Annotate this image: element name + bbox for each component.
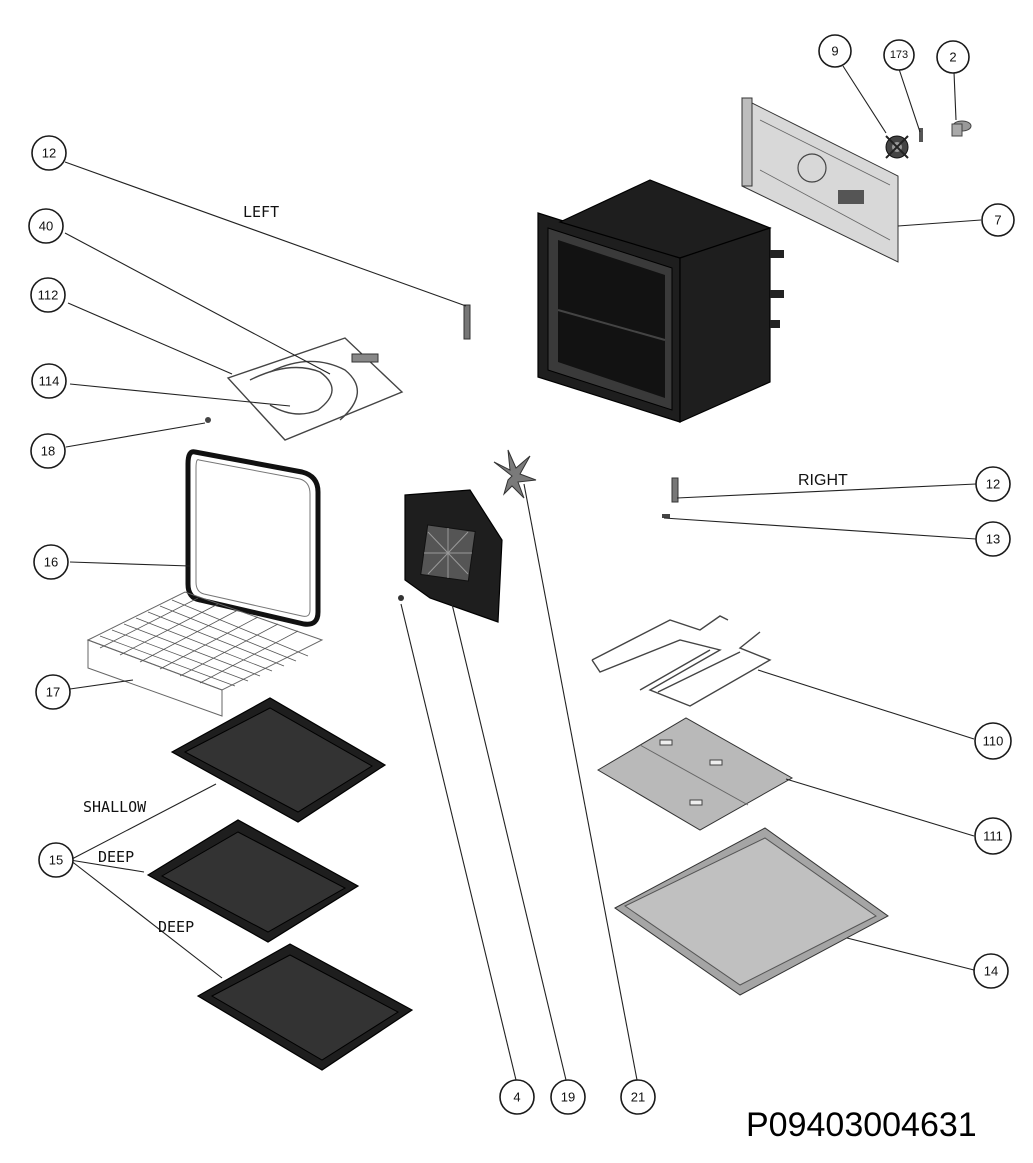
callout-14: 14 xyxy=(973,953,1009,989)
callout-17: 17 xyxy=(35,674,71,710)
svg-text:4: 4 xyxy=(513,1090,520,1105)
callout-9: 9 xyxy=(818,34,852,68)
callout-2: 2 xyxy=(936,40,970,74)
fan-motor xyxy=(885,135,909,159)
deep-baking-tray-upper xyxy=(146,819,360,943)
leader-lines xyxy=(64,65,982,1081)
screw-part xyxy=(919,128,923,142)
svg-text:2: 2 xyxy=(949,50,956,65)
svg-text:9: 9 xyxy=(831,44,838,59)
fan-cover xyxy=(404,489,503,623)
label-left: LEFT xyxy=(243,203,279,221)
svg-text:21: 21 xyxy=(631,1090,645,1105)
bottom-heating-element xyxy=(591,615,772,707)
callout-13: 13 xyxy=(975,521,1011,557)
rear-panel xyxy=(741,97,899,263)
callout-111: 111 xyxy=(974,817,1012,855)
wire-rack xyxy=(86,591,324,717)
svg-text:7: 7 xyxy=(994,213,1001,228)
callout-40: 40 xyxy=(28,208,64,244)
svg-text:18: 18 xyxy=(41,444,55,459)
oven-cavity xyxy=(537,179,784,423)
svg-text:17: 17 xyxy=(46,685,60,700)
label-deep-upper: DEEP xyxy=(98,848,134,866)
fan-blade xyxy=(493,449,537,499)
shallow-baking-tray xyxy=(170,697,387,823)
svg-text:19: 19 xyxy=(561,1090,575,1105)
right-shelf-support xyxy=(671,477,679,503)
svg-text:111: 111 xyxy=(983,829,1003,844)
lamp-cover xyxy=(951,120,972,137)
callout-19: 19 xyxy=(550,1079,586,1115)
label-right: RIGHT xyxy=(798,472,848,489)
grill-screw xyxy=(205,417,211,423)
svg-text:112: 112 xyxy=(38,288,59,303)
label-shallow: SHALLOW xyxy=(83,798,147,816)
svg-text:114: 114 xyxy=(39,374,60,389)
support-clip xyxy=(662,514,670,518)
callout-12-left: 12 xyxy=(31,135,67,171)
bottom-cover xyxy=(614,827,889,996)
callout-4: 4 xyxy=(499,1079,535,1115)
callout-16: 16 xyxy=(33,544,69,580)
svg-text:14: 14 xyxy=(984,964,998,979)
svg-text:12: 12 xyxy=(42,146,56,161)
svg-text:110: 110 xyxy=(983,734,1004,749)
bottom-plate xyxy=(597,717,794,831)
svg-text:173: 173 xyxy=(890,49,908,61)
callout-15: 15 xyxy=(38,842,74,878)
callout-7: 7 xyxy=(981,203,1015,237)
reference-code: P09403004631 xyxy=(746,1106,977,1144)
callout-18: 18 xyxy=(30,433,66,469)
callout-110: 110 xyxy=(974,722,1012,760)
svg-text:16: 16 xyxy=(44,555,58,570)
svg-text:12: 12 xyxy=(986,477,1000,492)
svg-text:13: 13 xyxy=(986,532,1000,547)
callout-21: 21 xyxy=(620,1079,656,1115)
callout-173: 173 xyxy=(883,39,915,71)
deep-baking-tray-lower xyxy=(196,943,414,1071)
cover-screw xyxy=(398,595,404,601)
callout-12-right: 12 xyxy=(975,466,1011,502)
left-shelf-support xyxy=(463,304,471,340)
svg-text:15: 15 xyxy=(49,853,63,868)
callout-114: 114 xyxy=(31,363,67,399)
svg-text:40: 40 xyxy=(39,219,53,234)
grill-element xyxy=(226,337,404,441)
door-seal xyxy=(185,449,321,627)
label-deep-lower: DEEP xyxy=(158,918,194,936)
callout-112: 112 xyxy=(30,277,66,313)
